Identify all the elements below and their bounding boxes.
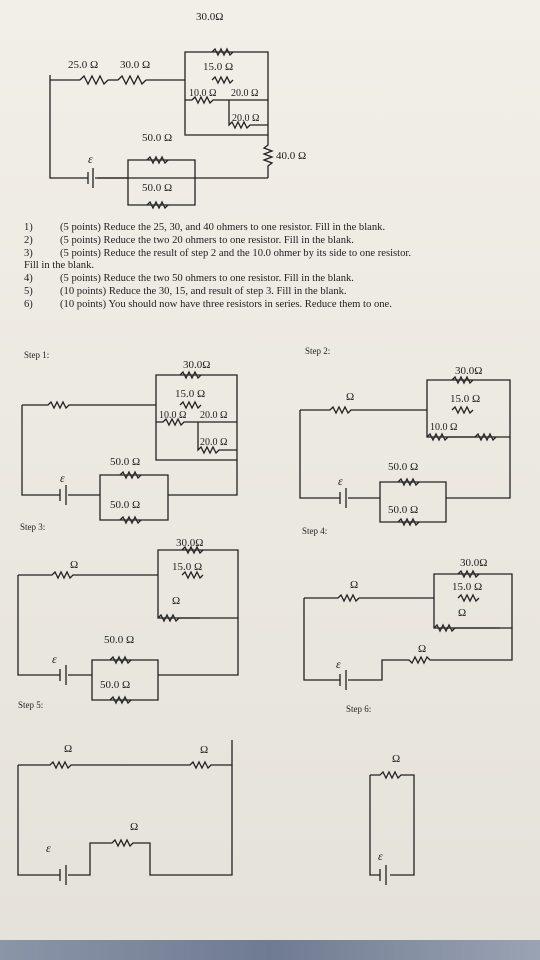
step4-emf-label: ε bbox=[336, 657, 341, 671]
main-r50b-label: 50.0 Ω bbox=[142, 182, 172, 194]
main-r20b-label: 20.0 Ω bbox=[232, 113, 259, 124]
step5-label: Step 5: bbox=[18, 700, 43, 710]
step2-circuit: Step 2: Ω 30.0Ω 15.0 Ω 10.0 Ω 50.0 Ω 50.… bbox=[299, 346, 511, 527]
question-2: 2)(5 points) Reduce the two 20 ohmers to… bbox=[24, 234, 354, 246]
step2-r15-label: 15.0 Ω bbox=[450, 393, 480, 405]
step4-rblank-label: Ω bbox=[350, 579, 358, 591]
main-r40-label: 40.0 Ω bbox=[276, 150, 306, 162]
step2-label: Step 2: bbox=[305, 346, 330, 356]
step3-r50b-label: 50.0 Ω bbox=[100, 679, 130, 691]
step6-emf-label: ε bbox=[378, 849, 383, 863]
step1-emf-label: ε bbox=[60, 471, 65, 485]
step5-rblank-label: Ω bbox=[64, 743, 72, 755]
step3-rblank-label: Ω bbox=[70, 559, 78, 571]
step1-r20b-label: 20.0 Ω bbox=[200, 437, 227, 448]
step2-r30-label: 30.0Ω bbox=[455, 365, 482, 377]
step2-r50a-label: 50.0 Ω bbox=[388, 461, 418, 473]
step5-circuit: Step 5: Ω Ω Ω ε bbox=[17, 700, 233, 885]
main-r20a-label: 20.0 Ω bbox=[231, 88, 258, 99]
step5-rblank3-label: Ω bbox=[130, 821, 138, 833]
step2-r10-label: 10.0 Ω bbox=[430, 422, 457, 433]
step3-rblank2-label: Ω bbox=[172, 595, 180, 607]
question-list: 1)(5 points) Reduce the 25, 30, and 40 o… bbox=[24, 222, 524, 312]
question-3: 3)(5 points) Reduce the result of step 2… bbox=[24, 247, 412, 259]
step3-r30-label: 30.0Ω bbox=[176, 537, 203, 549]
step1-r20a-label: 20.0 Ω bbox=[200, 410, 227, 421]
step1-r10-label: 10.0 Ω bbox=[159, 410, 186, 421]
step6-circuit: Step 6: Ω ε bbox=[346, 704, 415, 885]
question-3-continued: Fill in the blank. bbox=[24, 260, 95, 272]
step4-rblank3-label: Ω bbox=[418, 643, 426, 655]
step1-circuit: Step 1: 30.0Ω 15.0 Ω 10.0 Ω 20.0 Ω 20.0 … bbox=[21, 350, 238, 525]
question-6: 6)(10 points) You should now have three … bbox=[24, 298, 392, 310]
main-r30b-label: 30.0Ω bbox=[196, 11, 223, 23]
step6-label: Step 6: bbox=[346, 704, 371, 714]
step3-r50a-label: 50.0 Ω bbox=[104, 634, 134, 646]
step4-r30-label: 30.0Ω bbox=[460, 557, 487, 569]
step3-label: Step 3: bbox=[20, 522, 45, 532]
main-circuit: 30.0Ω 25.0 Ω 30.0 Ω 15.0 Ω 10.0 Ω 20.0 Ω… bbox=[49, 11, 306, 210]
step2-rblank-label: Ω bbox=[346, 391, 354, 403]
main-r25-label: 25.0 Ω bbox=[68, 59, 98, 71]
step1-r30-label: 30.0Ω bbox=[183, 359, 210, 371]
main-r10-label: 10.0 Ω bbox=[189, 88, 216, 99]
main-r15-label: 15.0 Ω bbox=[203, 61, 233, 73]
step2-r50b-label: 50.0 Ω bbox=[388, 504, 418, 516]
step5-emf-label: ε bbox=[46, 841, 51, 855]
main-r50a-label: 50.0 Ω bbox=[142, 132, 172, 144]
question-1: 1)(5 points) Reduce the 25, 30, and 40 o… bbox=[24, 222, 386, 233]
question-4: 4)(5 points) Reduce the two 50 ohmers to… bbox=[24, 273, 354, 285]
question-5: 5)(10 points) Reduce the 30, 15, and res… bbox=[24, 285, 347, 297]
step5-rblank2-label: Ω bbox=[200, 744, 208, 756]
step3-emf-label: ε bbox=[52, 652, 57, 666]
step3-circuit: Step 3: Ω 30.0Ω 15.0 Ω Ω 50.0 Ω 50.0 Ω ε bbox=[17, 522, 239, 705]
step4-r15-label: 15.0 Ω bbox=[452, 581, 482, 593]
step2-emf-label: ε bbox=[338, 474, 343, 488]
step4-label: Step 4: bbox=[302, 526, 327, 536]
step4-circuit: Step 4: Ω 30.0Ω 15.0 Ω Ω Ω ε bbox=[302, 526, 513, 690]
desk-surface bbox=[0, 940, 540, 960]
step1-r15-label: 15.0 Ω bbox=[175, 388, 205, 400]
step1-label: Step 1: bbox=[24, 350, 49, 360]
step1-r50a-label: 50.0 Ω bbox=[110, 456, 140, 468]
main-emf-label: ε bbox=[88, 152, 93, 166]
step1-r50b-label: 50.0 Ω bbox=[110, 499, 140, 511]
step3-r15-label: 15.0 Ω bbox=[172, 561, 202, 573]
step6-rblank-label: Ω bbox=[392, 753, 400, 765]
step4-rblank2-label: Ω bbox=[458, 607, 466, 619]
main-r30a-label: 30.0 Ω bbox=[120, 59, 150, 71]
